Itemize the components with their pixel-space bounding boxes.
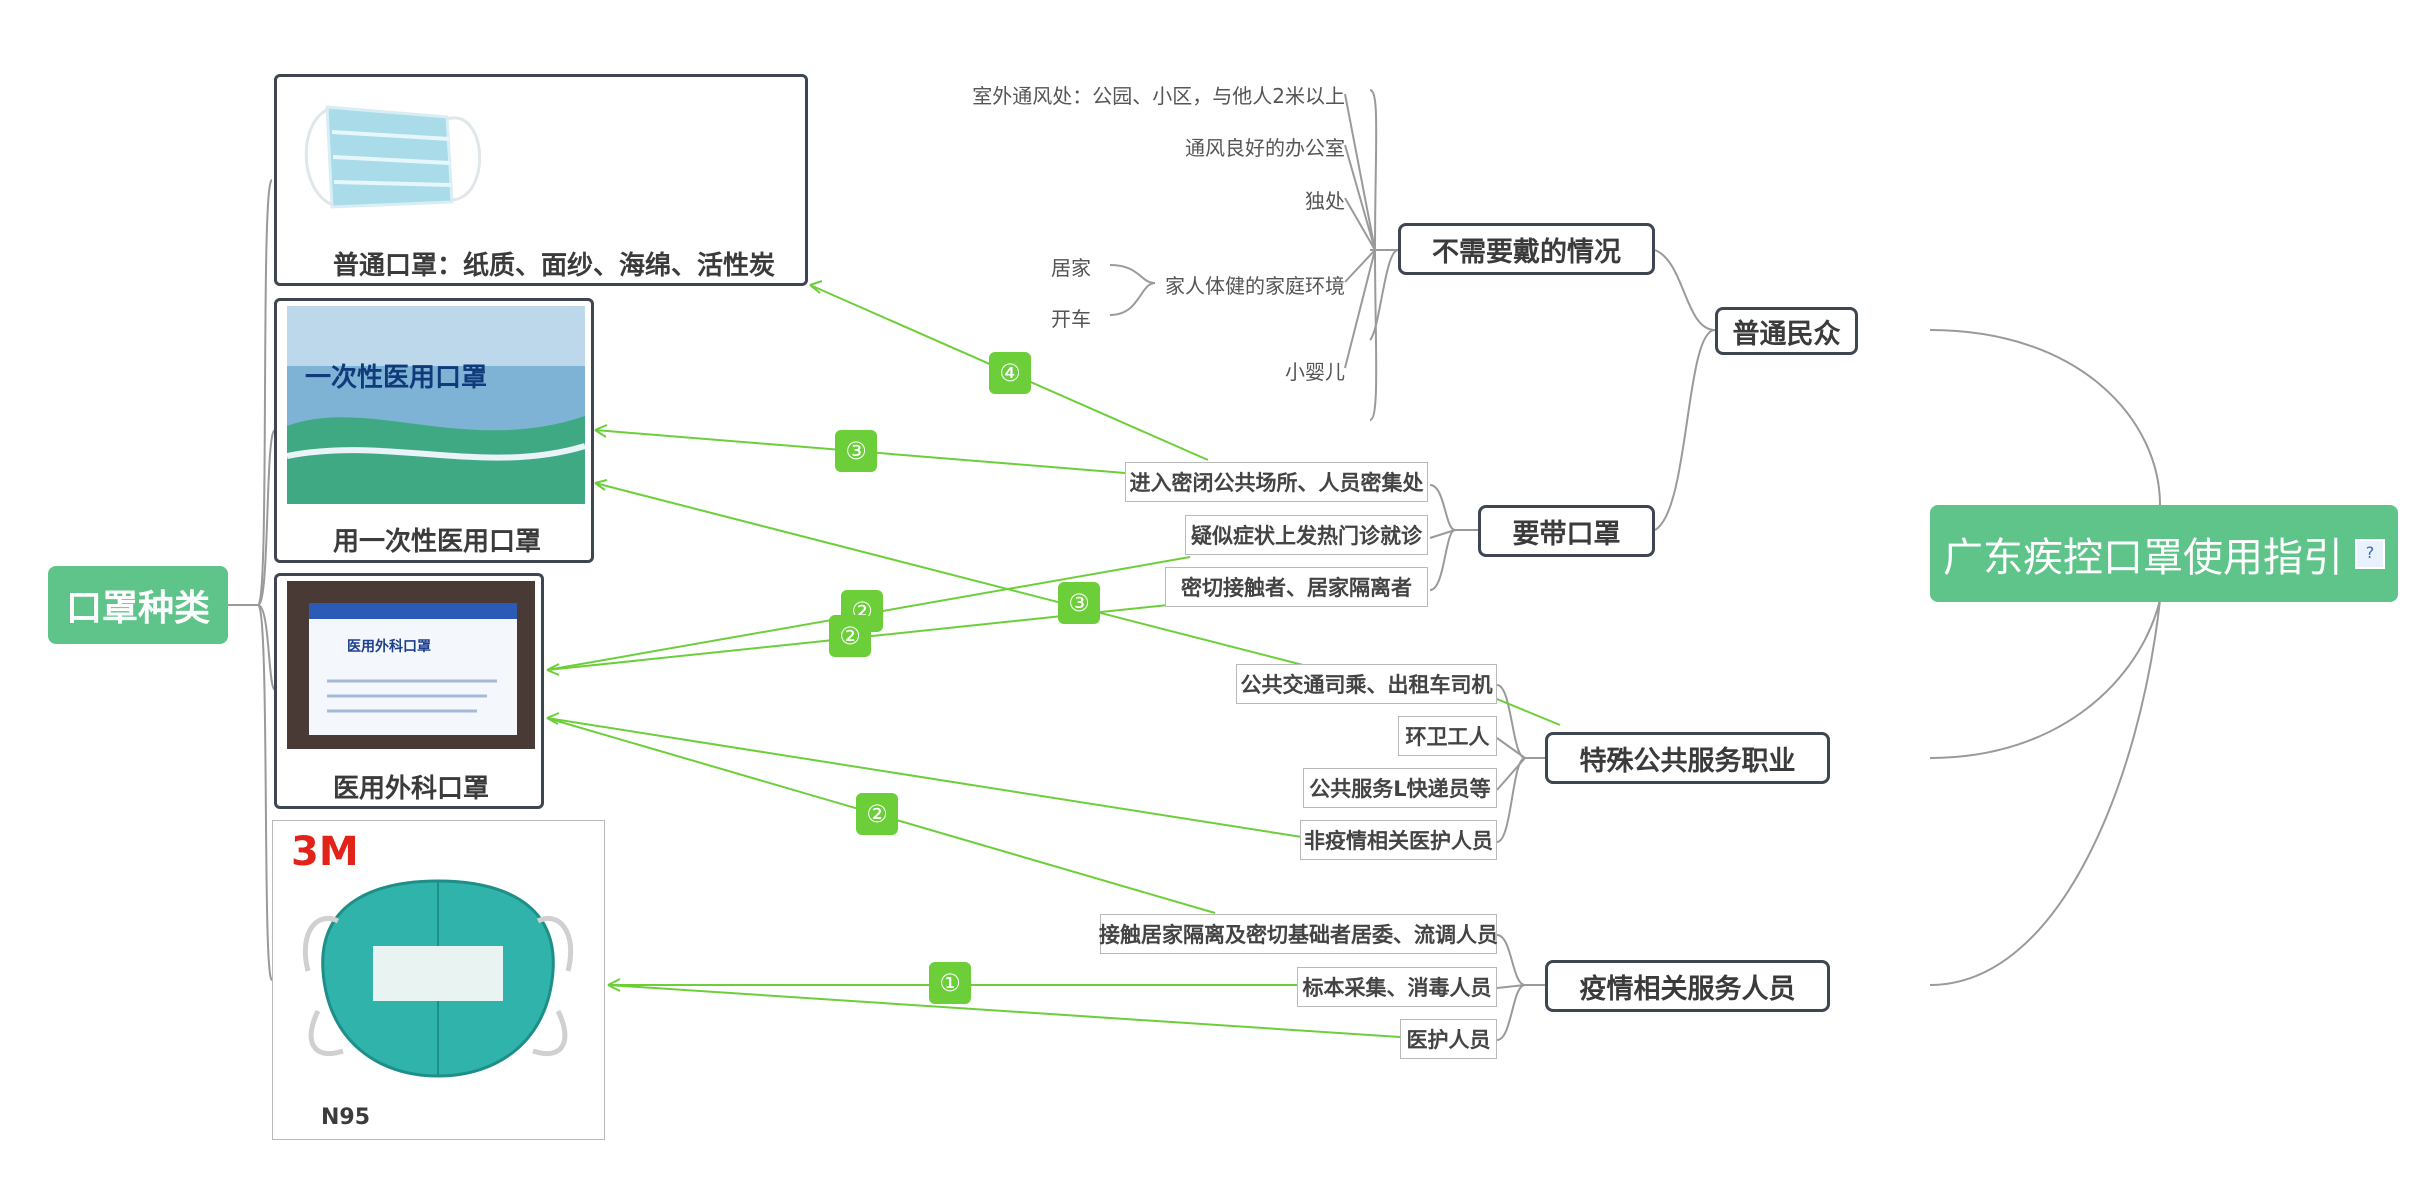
no-mask-item[interactable]: 小婴儿	[1285, 360, 1345, 384]
mask-label-n95: N95	[321, 1105, 371, 1130]
no-mask-item[interactable]: 室外通风处：公园、小区，与他人2米以上	[972, 84, 1345, 108]
surgical-package-text: 医用外科口罩	[347, 638, 431, 655]
relationship-badge[interactable]: ③	[835, 430, 877, 472]
mask-label-surgical: 医用外科口罩	[333, 774, 490, 804]
epidemic-staff-item[interactable]: 标本采集、消毒人员	[1297, 967, 1497, 1007]
relationship-badge[interactable]: ②	[829, 615, 871, 657]
need-mask-item[interactable]: 密切接触者、居家隔离者	[1165, 567, 1428, 607]
special-job-item[interactable]: 环卫工人	[1398, 716, 1497, 756]
relationship-badge[interactable]: ②	[856, 793, 898, 835]
relationship-badge[interactable]: ①	[929, 962, 971, 1004]
mask-card-ordinary[interactable]: 普通口罩：纸质、面纱、海绵、活性炭	[274, 74, 808, 286]
epidemic-staff-item[interactable]: 医护人员	[1400, 1019, 1497, 1059]
need-mask-item[interactable]: 疑似症状上发热门诊就诊	[1185, 515, 1428, 555]
special-job-item[interactable]: 公共服务L快递员等	[1303, 768, 1497, 808]
relationship-badge[interactable]: ③	[1058, 582, 1100, 624]
surgical-mask-image: 医用外科口罩	[287, 581, 535, 749]
branch-epidemic-staff[interactable]: 疫情相关服务人员	[1545, 960, 1830, 1012]
relationship-badge[interactable]: ④	[989, 352, 1031, 394]
category-label: 口罩种类	[65, 588, 210, 629]
brand-logo-3m: 3M	[291, 829, 359, 875]
no-mask-item[interactable]: 通风良好的办公室	[1185, 136, 1345, 160]
note-icon[interactable]: ?	[2355, 538, 2385, 569]
home-item[interactable]: 居家	[1051, 256, 1091, 280]
disposable-mask-image: 一次性医用口罩	[287, 306, 585, 504]
disposable-package-text: 一次性医用口罩	[305, 363, 487, 393]
mask-label-disposable: 用一次性医用口罩	[333, 527, 542, 557]
branch-public[interactable]: 普通民众	[1715, 307, 1858, 355]
n95-mask-image	[302, 879, 574, 1078]
special-job-item[interactable]: 非疫情相关医护人员	[1300, 820, 1497, 860]
ordinary-mask-image	[304, 105, 481, 209]
branch-need-mask[interactable]: 要带口罩	[1478, 505, 1655, 557]
root-topic[interactable]: 广东疾控口罩使用指引 ?	[1930, 505, 2398, 602]
need-mask-item[interactable]: 进入密闭公共场所、人员密集处	[1125, 462, 1428, 502]
root-label: 广东疾控口罩使用指引	[1943, 534, 2343, 581]
category-topic[interactable]: 口罩种类	[48, 566, 228, 644]
branch-special-jobs[interactable]: 特殊公共服务职业	[1545, 732, 1830, 784]
branch-no-mask[interactable]: 不需要戴的情况	[1398, 223, 1655, 275]
mask-label-ordinary: 普通口罩：纸质、面纱、海绵、活性炭	[333, 251, 776, 281]
epidemic-staff-item[interactable]: 接触居家隔离及密切基础者居委、流调人员	[1099, 914, 1498, 954]
no-mask-item[interactable]: 家人体健的家庭环境	[1165, 274, 1345, 298]
mask-card-n95[interactable]: 3M N95	[272, 820, 605, 1140]
mask-card-disposable[interactable]: 一次性医用口罩 用一次性医用口罩	[274, 298, 594, 563]
special-job-item[interactable]: 公共交通司乘、出租车司机	[1236, 664, 1497, 704]
home-item[interactable]: 开车	[1051, 307, 1091, 331]
mask-card-surgical[interactable]: 医用外科口罩 医用外科口罩	[274, 573, 544, 809]
no-mask-item[interactable]: 独处	[1305, 189, 1345, 213]
